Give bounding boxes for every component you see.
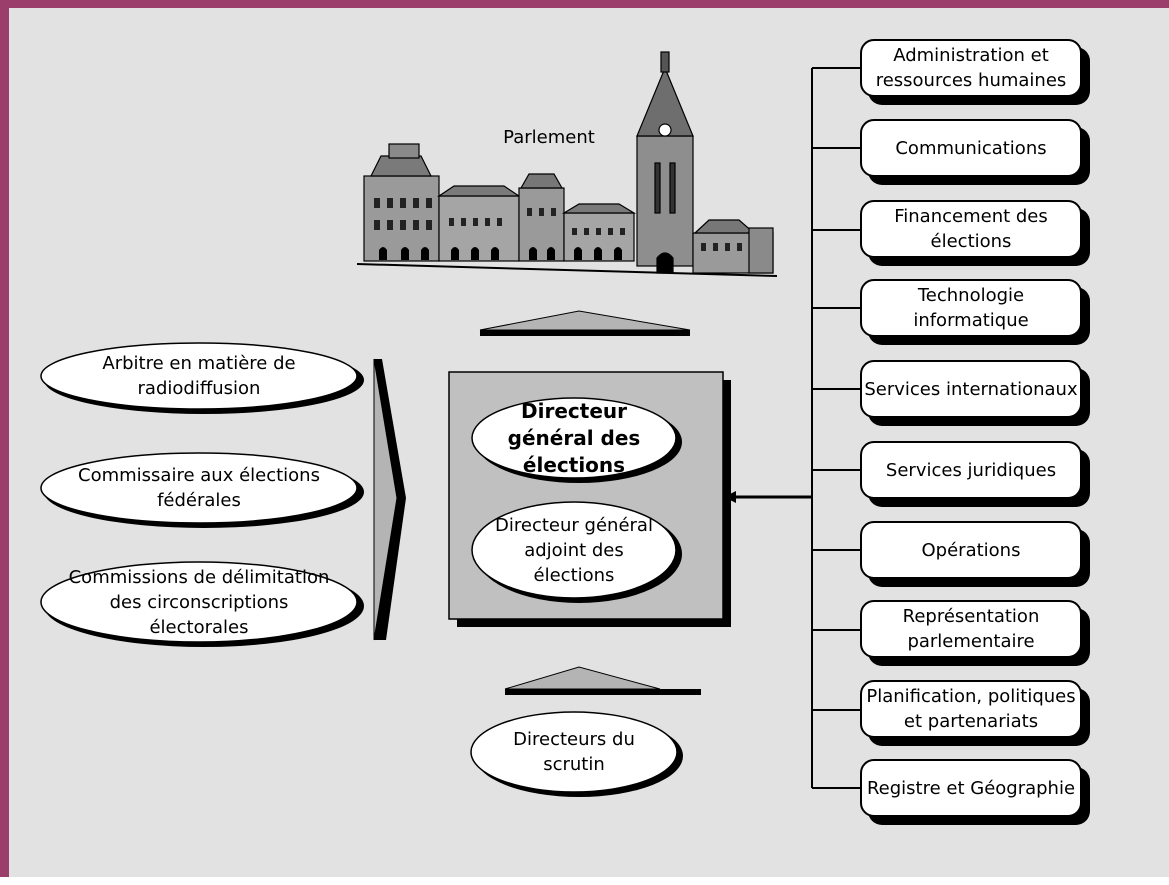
department-label: Communications: [895, 137, 1047, 159]
boundaries-commissions-label: Commissions de délimitation des circonsc…: [68, 566, 330, 638]
up-arrow-icon: [479, 310, 691, 336]
left-oval-1: [40, 342, 364, 414]
department-box-it: Technologie informatique: [860, 279, 1082, 337]
deputy-chief-electoral-officer-label: Directeur général adjoint des élections: [495, 514, 653, 586]
department-connectors: [731, 67, 861, 789]
deputy-oval: [471, 501, 682, 603]
diagram-graphics: [40, 51, 861, 797]
department-label: Technologie informatique: [913, 285, 1029, 331]
chief-electoral-officer-label: Directeur général des élections: [507, 398, 641, 477]
chief-oval: [471, 397, 682, 483]
parliament-building-icon: [356, 51, 778, 277]
department-label: Registre et Géographie: [866, 777, 1076, 799]
right-chevron-arrow-icon: [373, 358, 406, 641]
department-box-representation: Représentation parlementaire: [860, 600, 1082, 658]
department-label: Opérations: [921, 539, 1021, 561]
department-label: Administration et ressources humaines: [875, 45, 1067, 91]
department-box-planning: Planification, politiques et partenariat…: [860, 680, 1082, 738]
department-box-registry: Registre et Géographie: [860, 759, 1082, 817]
department-box-international: Services internationaux: [860, 360, 1082, 418]
department-label: Planification, politiques et partenariat…: [866, 686, 1076, 732]
commissioner-of-elections-label: Commissaire aux élections fédérales: [78, 465, 320, 511]
returning-officers-label: Directeurs du scrutin: [513, 729, 635, 775]
department-box-administration: Administration et ressources humaines: [860, 39, 1082, 97]
left-pointing-arrowhead-icon: [724, 491, 736, 503]
department-label: Représentation parlementaire: [902, 606, 1040, 652]
up-arrow-icon: [504, 666, 701, 695]
department-box-financing: Financement des élections: [860, 200, 1082, 258]
parliament-label: Parlement: [503, 127, 595, 148]
department-label: Services internationaux: [864, 378, 1078, 400]
department-box-communications: Communications: [860, 119, 1082, 177]
left-oval-2: [40, 452, 364, 528]
department-label: Financement des élections: [894, 206, 1048, 252]
returning-officers-oval: [470, 711, 683, 797]
broadcasting-arbitrator-label: Arbitre en matière de radiodiffusion: [102, 353, 296, 399]
left-oval-3: [40, 561, 364, 647]
department-box-legal: Services juridiques: [860, 441, 1082, 499]
department-box-operations: Opérations: [860, 521, 1082, 579]
department-label: Services juridiques: [885, 459, 1057, 481]
